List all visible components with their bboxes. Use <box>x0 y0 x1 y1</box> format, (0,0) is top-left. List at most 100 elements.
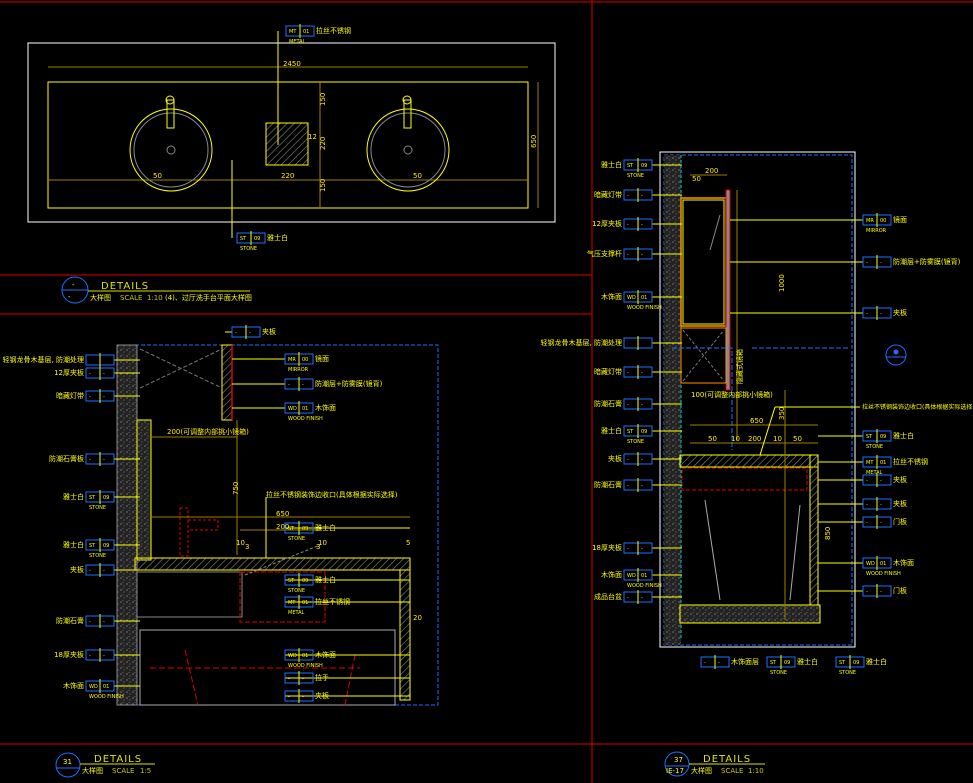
tag-number: - <box>880 589 882 595</box>
note-adjustable: 200(可调整内部挑小镜箱) <box>167 427 249 436</box>
dim-depth: 650 <box>530 135 538 148</box>
details-heading: DETAILS <box>101 281 149 292</box>
tag-code: - <box>866 260 868 266</box>
tag-label: 拉丝不锈钢 <box>893 457 928 466</box>
tag-code: WD <box>89 684 98 690</box>
tag-code: WD <box>627 573 636 579</box>
tag-code: - <box>627 457 629 463</box>
tag-number: - <box>302 676 304 682</box>
tag-subtitle: WOOD FINISH <box>627 583 662 589</box>
dim-200-top: 200 <box>705 167 718 175</box>
tag-code: - <box>627 595 629 601</box>
tag-code: - <box>89 457 91 463</box>
tag-label: 雅士白 <box>797 657 818 666</box>
tag-number: 01 <box>641 573 647 579</box>
material-tag: --防潮石膏 <box>594 397 682 411</box>
detail-name: 大样图 <box>90 293 111 302</box>
tag-code: - <box>866 311 868 317</box>
dim-50-top: 50 <box>692 175 701 183</box>
material-tag: --成品台盆 <box>594 590 682 604</box>
tag-code: - <box>627 193 629 199</box>
tag-code: - <box>235 330 237 336</box>
tag-number: - <box>302 382 304 388</box>
tag-code: ST <box>770 660 777 666</box>
tag-label: 雅士白 <box>315 575 336 584</box>
tag-subtitle: STONE <box>89 505 106 511</box>
dim-sink-left: 50 <box>153 172 162 180</box>
tag-label: 拉丝不锈钢 <box>315 597 350 606</box>
tag-number: 00 <box>880 218 886 224</box>
tag-code: WD <box>627 295 636 301</box>
tag-code: - <box>866 502 868 508</box>
tag-number: 09 <box>641 163 647 169</box>
tag-label: 夹板 <box>70 565 84 574</box>
material-tag: --夹板 <box>70 563 140 577</box>
detail-number: 37 <box>674 756 683 764</box>
tag-number: 09 <box>641 429 647 435</box>
tag-number: 01 <box>103 684 109 690</box>
tag-number: 09 <box>254 236 260 242</box>
tag-label: 镜面 <box>315 354 329 363</box>
tag-code: - <box>866 478 868 484</box>
tag-label: 拉丝不锈钢 <box>316 26 351 35</box>
material-tag: --夹板 <box>818 473 907 487</box>
dim-3b: 3 <box>316 543 320 551</box>
tag-subtitle: STONE <box>89 553 106 559</box>
tag-label: 门板 <box>893 517 907 526</box>
material-tag: --门板 <box>818 515 907 529</box>
tag-code: - <box>288 382 290 388</box>
dim-200: 200 <box>276 523 289 531</box>
material-tag: --防潮层+防雾膜(镜背) <box>730 255 961 269</box>
tag-number: - <box>641 252 643 258</box>
sheet-number: - <box>68 293 71 301</box>
tag-label: 木饰面 <box>601 570 622 579</box>
tag-label: 防潮石膏 <box>594 480 622 489</box>
tag-subtitle: STONE <box>866 444 883 450</box>
tag-code: - <box>627 546 629 552</box>
scale-label: SCALE <box>120 294 142 302</box>
tag-label: 雅士白 <box>601 160 622 169</box>
dim-overall: 2450 <box>283 60 301 68</box>
tag-code: ST <box>627 163 634 169</box>
tag-number: - <box>641 402 643 408</box>
title-block-plan: - - DETAILS 大样图 SCALE 1:10 (4)、过厅洗手台平面大样… <box>61 276 252 304</box>
tag-subtitle: STONE <box>627 439 644 445</box>
material-tag: --防潮石膏 <box>594 478 682 492</box>
tag-code: MR <box>866 218 874 224</box>
scale-value: 1:10 <box>748 767 764 775</box>
dim-box-width: 220 <box>281 172 294 180</box>
tag-label: 雅士白 <box>601 426 622 435</box>
dim-1000: 1000 <box>778 274 786 292</box>
tag-number: - <box>641 483 643 489</box>
tag-number: 09 <box>302 526 308 532</box>
tag-code: - <box>288 694 290 700</box>
tag-number: 09 <box>302 578 308 584</box>
tag-number: - <box>302 694 304 700</box>
title-block-section-b: 37 IE-17 DETAILS 大样图 SCALE 1:10 <box>664 751 765 777</box>
tag-number: - <box>880 311 882 317</box>
scale-label: SCALE <box>112 767 134 775</box>
material-tag: --防潮层+防雾膜(镜背) <box>232 377 383 391</box>
tag-number: 01 <box>880 460 886 466</box>
tag-code: - <box>89 371 91 377</box>
tag-number: 01 <box>302 406 308 412</box>
dim-5: 5 <box>406 539 410 547</box>
dim-10c: 10 <box>731 435 740 443</box>
tag-subtitle: METAL <box>288 610 305 616</box>
tag-number: - <box>103 619 105 625</box>
tag-code: WD <box>288 406 297 412</box>
tag-label: 夹板 <box>893 475 907 484</box>
tag-code: ST <box>839 660 846 666</box>
material-tag: --夹板 <box>608 452 682 466</box>
tag-code: MT <box>288 600 296 606</box>
